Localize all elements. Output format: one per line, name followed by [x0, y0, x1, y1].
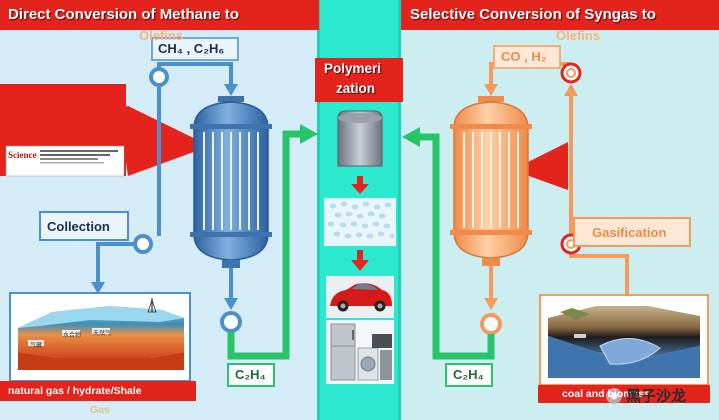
right-recycle-arrowhead — [564, 84, 578, 96]
left-product-arrowhead — [300, 124, 318, 144]
science-paper-text-line — [40, 158, 98, 160]
left-collection-line — [96, 242, 148, 286]
left-source-caption: natural gas / hydrate/Shale — [8, 385, 142, 397]
right-callout-pointer — [512, 142, 568, 190]
right-product-label: C₂H₄ — [453, 367, 484, 382]
car-product-image — [326, 276, 394, 318]
left-title: Direct Conversion of Methane to — [8, 6, 239, 23]
natural-gas-geology-image — [9, 292, 191, 382]
polymerization-vessel-icon — [337, 110, 383, 167]
left-feed-box — [151, 37, 239, 61]
red-down-arrow — [357, 250, 363, 262]
left-source-caption-bar — [0, 381, 196, 401]
right-feed-valve-inner-icon — [566, 68, 576, 78]
right-product-arrowhead — [402, 127, 420, 147]
right-feed-box — [493, 45, 561, 69]
left-product-box — [227, 363, 275, 387]
polymerization-title-line1: Polymeri — [324, 61, 382, 76]
watermark-text: 黑子沙龙 — [626, 388, 687, 405]
science-logo: Science — [8, 150, 37, 160]
green-product-lines — [227, 130, 495, 360]
right-reactor-icon — [450, 96, 532, 266]
watermark-logo-icon — [610, 392, 618, 400]
right-outlet-valve-icon — [480, 313, 502, 335]
left-outlet-valve-icon — [220, 311, 242, 333]
left-title-continuation: Olefins — [139, 28, 184, 43]
right-source-caption-bar — [538, 385, 710, 403]
gasification-box — [573, 217, 691, 247]
right-title-continuation: Olefins — [556, 28, 601, 43]
left-image-label-natural-gas: 天然气 — [93, 331, 112, 337]
left-feed-valve-icon — [149, 67, 169, 87]
left-callout-pointer — [118, 106, 210, 176]
right-feed-arrowhead — [484, 84, 498, 96]
left-outlet-arrowhead — [224, 298, 238, 310]
left-reactor-icon — [190, 96, 272, 268]
right-title-bar — [401, 0, 719, 30]
right-outlet-arrowhead — [484, 298, 498, 310]
science-paper-text-line — [40, 150, 118, 152]
science-paper-text-line — [40, 154, 110, 156]
coal-biomass-geology-image — [539, 294, 709, 386]
right-title: Selective Conversion of Syngas to — [410, 6, 656, 23]
right-feed-label: CO , H₂ — [501, 49, 547, 64]
left-collection-valve-icon — [133, 234, 153, 254]
red-down-arrow — [357, 176, 363, 186]
right-source-caption: coal and biomass — [562, 388, 651, 400]
appliances-product-image — [326, 320, 394, 384]
left-feed-arrowhead — [224, 84, 238, 96]
center-panel-divider-left — [317, 0, 320, 420]
left-collection-arrowhead — [91, 282, 105, 294]
right-product-arrow — [416, 133, 495, 360]
left-source-caption-continuation: Gas — [90, 404, 110, 416]
red-down-arrowhead — [351, 260, 369, 271]
red-down-arrowhead — [351, 184, 369, 194]
right-product-box — [445, 363, 493, 387]
left-feed-label: CH₄ , C₂H₆ — [158, 41, 225, 56]
left-product-label: C₂H₄ — [235, 367, 266, 382]
collection-label: Collection — [47, 219, 110, 234]
left-title-bar — [0, 0, 319, 30]
left-product-arrow — [227, 130, 304, 360]
science-paper-text-line — [40, 162, 104, 164]
right-feed-valve-icon — [560, 62, 582, 84]
collection-box — [39, 211, 129, 241]
center-title-box — [315, 58, 403, 102]
left-image-label-hydrate: 水合物 — [63, 333, 82, 339]
polymer-pellets-image — [324, 198, 396, 246]
center-panel-divider-right — [398, 0, 401, 420]
gasification-label: Gasification — [592, 225, 667, 240]
polymerization-title-line2: zation — [336, 81, 375, 96]
left-image-label-gas-reservoir: 气藏 — [30, 343, 43, 349]
